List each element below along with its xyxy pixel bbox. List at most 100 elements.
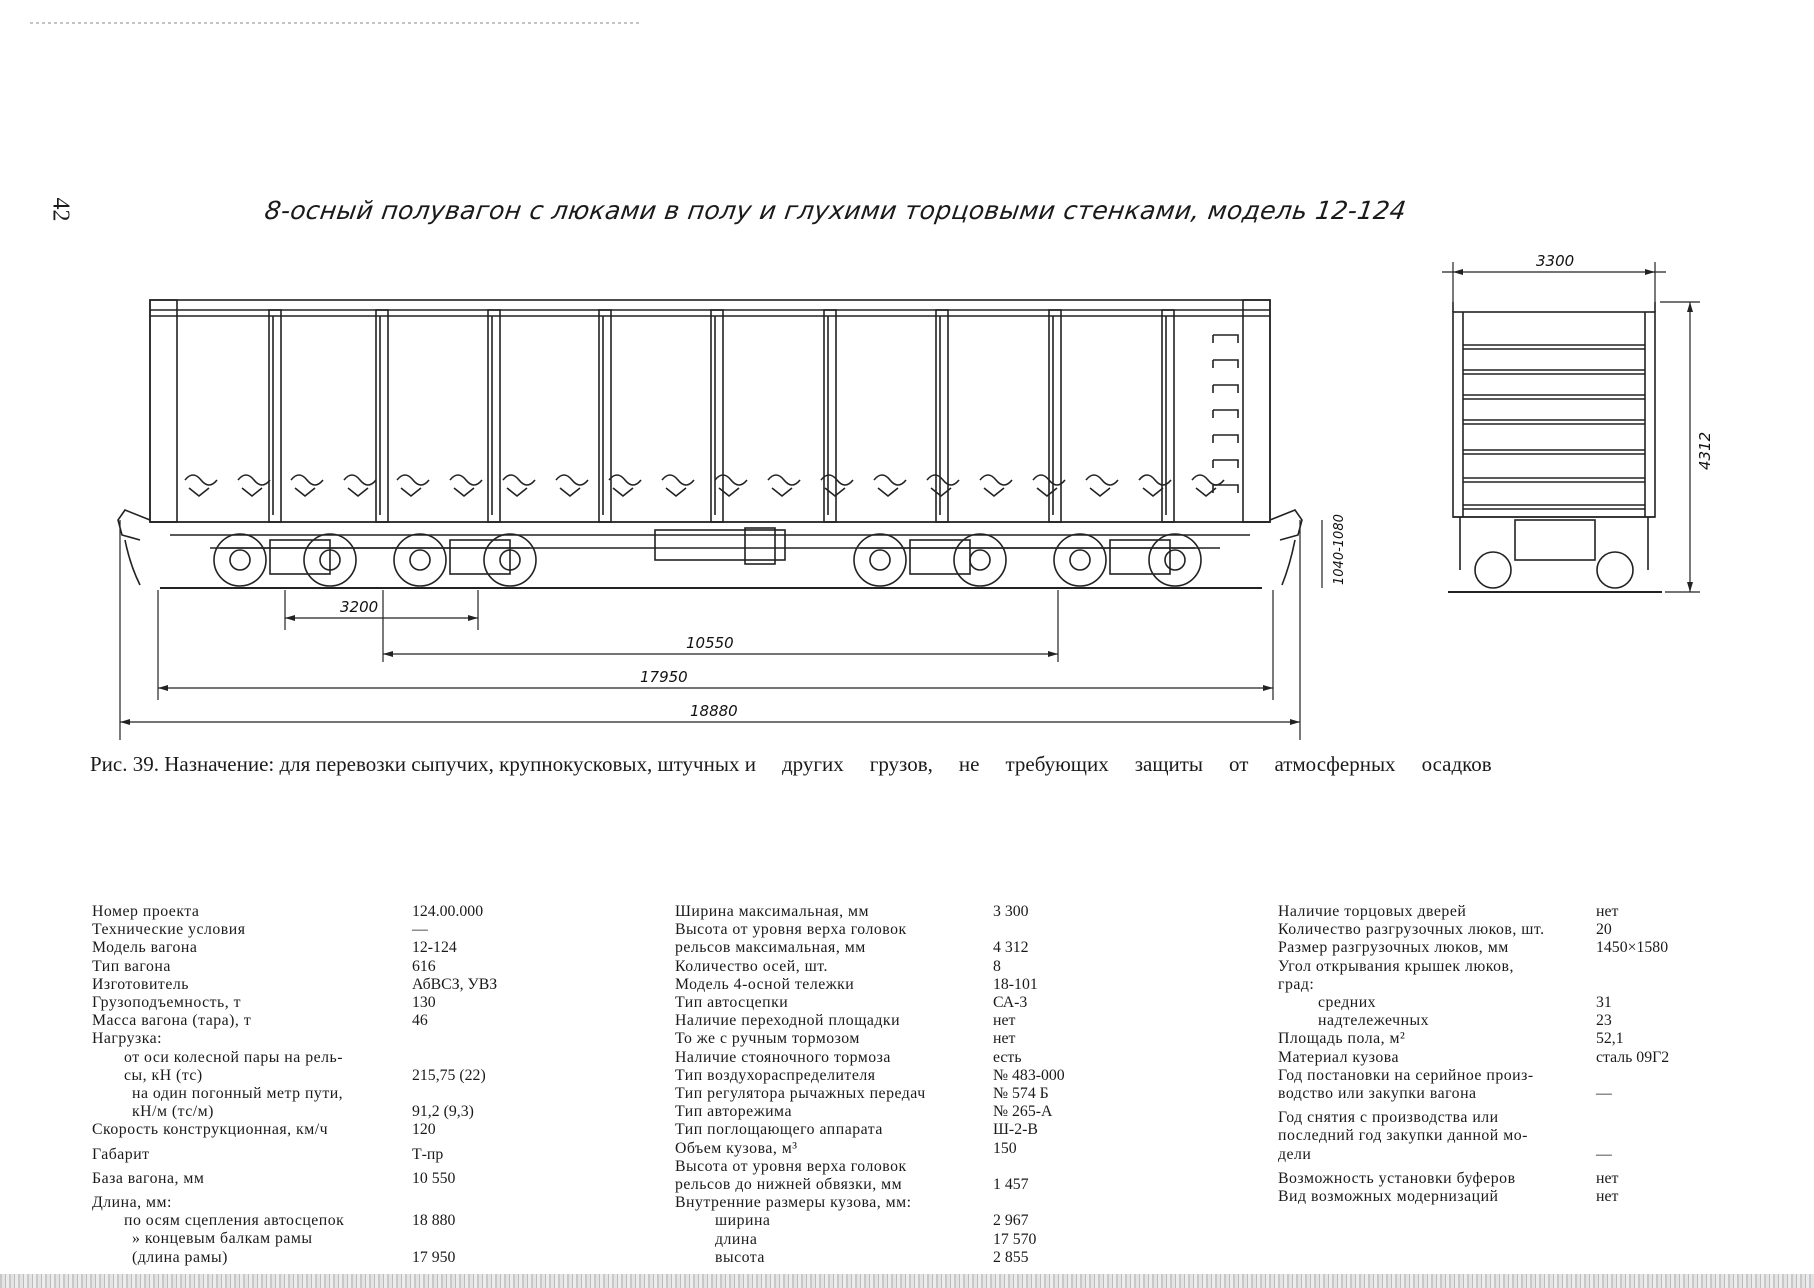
spec-value: 2 967	[993, 1212, 1029, 1230]
spec-label: Тип авторежима	[675, 1103, 792, 1121]
caption-part: атмосферных	[1274, 752, 1396, 776]
spec-value: 120	[412, 1121, 436, 1139]
spec-label: Вид возможных модернизаций	[1278, 1188, 1499, 1206]
left-hose	[124, 539, 141, 586]
spec-row: Тип авторежима № 265-А	[675, 1103, 1065, 1121]
spec-row: Год снятия с производства или	[1278, 1109, 1669, 1127]
spec-row: Угол открывания крышек люков,	[1278, 958, 1669, 976]
spec-row: Год постановки на серийное произ-	[1278, 1067, 1669, 1085]
spec-label: дели	[1278, 1145, 1312, 1163]
wagon-drawing: 3200 10550 17950 18880 3300 4312 1040-10…	[117, 252, 1714, 740]
spec-value: 18-101	[993, 975, 1038, 993]
spec-label: Тип регулятора рычажных передач	[675, 1085, 926, 1103]
spec-value: есть	[993, 1048, 1022, 1066]
spec-label: Возможность установки буферов	[1278, 1169, 1516, 1187]
spec-row: Внутренние размеры кузова, мм:	[675, 1194, 1065, 1212]
spec-value: 91,2 (9,3)	[412, 1103, 474, 1121]
spec-label: Высота от уровня верха головок	[675, 1157, 907, 1175]
spec-row: град:	[1278, 976, 1669, 994]
spec-value: № 265-А	[993, 1103, 1053, 1121]
spec-label: длина	[715, 1230, 758, 1248]
spec-label: Модель вагона	[92, 939, 198, 957]
spec-value: —	[412, 921, 428, 939]
spec-value: нет	[993, 1030, 1016, 1048]
spec-label: Количество разгрузочных люков, шт.	[1278, 921, 1545, 939]
left-coupler	[117, 509, 151, 541]
spec-row: водство или закупки вагона—	[1278, 1085, 1669, 1103]
spec-row: кН/м (тс/м) 91,2 (9,3)	[92, 1103, 497, 1121]
right-hose	[1281, 539, 1296, 586]
spec-label: град:	[1278, 975, 1315, 993]
spec-row: Длина, мм:	[92, 1194, 497, 1212]
spec-label: Длина, мм:	[92, 1194, 172, 1212]
floor-hatch-mechanisms	[184, 474, 1225, 498]
spec-label: Год снятия с производства или	[1278, 1109, 1499, 1127]
dim-10550: 10550	[686, 634, 734, 652]
spec-row: Количество разгрузочных люков, шт.20	[1278, 921, 1669, 939]
spec-row: на один погонный метр пути,	[92, 1085, 497, 1103]
spec-row: Высота от уровня верха головок	[675, 1158, 1065, 1176]
spec-value: 215,75 (22)	[412, 1066, 486, 1084]
spec-label: Внутренние размеры кузова, мм:	[675, 1194, 912, 1212]
spec-label: кН/м (тс/м)	[132, 1103, 214, 1121]
spec-value: 17 950	[412, 1248, 456, 1266]
spec-label: надтележечных	[1318, 1012, 1430, 1030]
caption-part: грузов,	[869, 752, 933, 776]
spec-label: Тип воздухораспределителя	[675, 1066, 876, 1084]
spec-value: Т-пр	[412, 1145, 444, 1163]
spec-value: —	[1596, 1085, 1612, 1103]
spec-label: База вагона, мм	[92, 1169, 205, 1187]
spec-label: Высота от уровня верха головок	[675, 921, 907, 939]
spec-row: дели —	[1278, 1146, 1669, 1164]
dim-3300: 3300	[1536, 252, 1574, 270]
spec-value: Ш-2-В	[993, 1121, 1038, 1139]
spec-label: Номер проекта	[92, 903, 200, 920]
spec-value: 23	[1596, 1012, 1612, 1030]
spec-label: Размер разгрузочных люков, мм	[1278, 939, 1509, 957]
spec-label: Наличие торцовых дверей	[1278, 903, 1467, 920]
spec-value: 4 312	[993, 939, 1029, 957]
spec-row: » концевым балкам рамы	[92, 1230, 497, 1248]
spec-value: 46	[412, 1012, 428, 1030]
dim-3200: 3200	[340, 598, 378, 616]
spec-label: высота	[715, 1248, 765, 1266]
spec-value: 52,1	[1596, 1030, 1624, 1048]
spec-label: Модель 4-осной тележки	[675, 975, 855, 993]
spec-row: от оси колесной пары на рель-	[92, 1049, 497, 1067]
spec-row: Скорость конструкционная, км/ч 120	[92, 1121, 497, 1139]
spec-row: (длина рамы)17 950	[92, 1249, 497, 1267]
spec-label: Грузоподъемность, т	[92, 994, 242, 1012]
spec-value: 1 457	[993, 1176, 1029, 1194]
spec-label: Скорость конструкционная, км/ч	[92, 1121, 329, 1139]
spec-row: Нагрузка:	[92, 1030, 497, 1048]
spec-value: сталь 09Г2	[1596, 1048, 1670, 1066]
spec-row: Технические условия—	[92, 921, 497, 939]
spec-label: рельсов максимальная, мм	[675, 939, 866, 957]
spec-value: нет	[1596, 1169, 1619, 1187]
spec-value: —	[1596, 1145, 1612, 1163]
spec-value: СА-3	[993, 994, 1028, 1012]
end-view-body	[1452, 311, 1656, 518]
caption-part: защиты	[1134, 752, 1204, 776]
spec-value: нет	[993, 1012, 1016, 1030]
spec-label: Объем кузова, м³	[675, 1139, 798, 1157]
bogies	[213, 527, 1202, 587]
figure-caption: Рис. 39. Назначение: для перевозки сыпуч…	[90, 752, 1730, 777]
spec-row: последний год закупки данной мо-	[1278, 1127, 1669, 1145]
